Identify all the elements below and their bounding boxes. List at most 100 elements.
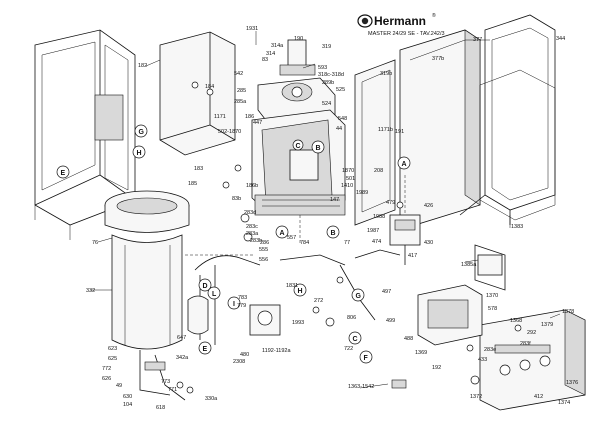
part-label: 191 bbox=[395, 129, 404, 135]
ref-g-circle-lower: G bbox=[351, 288, 365, 302]
model-title: MASTER 24/29 SE - TAV.242/3 bbox=[368, 31, 445, 37]
gas-valve bbox=[389, 175, 421, 265]
part-label: 1931 bbox=[246, 26, 258, 32]
part-label: 283d bbox=[244, 210, 256, 216]
bottom-left-pipes bbox=[139, 350, 186, 401]
part-label: 618 bbox=[156, 405, 165, 411]
part-label: 593 bbox=[318, 65, 327, 71]
part-label: 479 bbox=[386, 200, 395, 206]
svg-text:C: C bbox=[296, 143, 301, 150]
ref-e-circle-left: E bbox=[56, 165, 70, 179]
control-box-1370 bbox=[417, 284, 483, 346]
part-label: 147 bbox=[330, 197, 339, 203]
heat-exchanger bbox=[251, 109, 346, 216]
part-label: 272 bbox=[314, 298, 323, 304]
svg-text:A: A bbox=[402, 161, 407, 168]
part-label: 722 bbox=[344, 346, 353, 352]
ref-b-circle-lower: B bbox=[326, 225, 340, 239]
ref-d-circle: D bbox=[198, 278, 212, 292]
part-label: 524 bbox=[322, 101, 331, 107]
part-label: 488 bbox=[404, 336, 413, 342]
ref-b-circle-top: B bbox=[311, 140, 325, 154]
part-label: 44 bbox=[336, 126, 342, 132]
part-label: 1374 bbox=[558, 400, 570, 406]
svg-text:B: B bbox=[316, 145, 321, 152]
svg-text:L: L bbox=[212, 291, 217, 298]
part-label: 292 bbox=[527, 330, 536, 336]
part-label: 49 bbox=[116, 383, 122, 389]
svg-text:C: C bbox=[353, 336, 358, 343]
part-label: 283e bbox=[484, 347, 496, 353]
part-label: 190 bbox=[294, 36, 303, 42]
part-label: 783 bbox=[238, 295, 247, 301]
ref-a-circle-right: A bbox=[397, 156, 411, 170]
part-label: 556 bbox=[259, 257, 268, 263]
part-label: 319 bbox=[322, 44, 331, 50]
part-label: 1369 bbox=[415, 350, 427, 356]
part-label: 1376 bbox=[566, 380, 578, 386]
part-label: 557 bbox=[287, 235, 296, 241]
ref-h-circle: H bbox=[293, 283, 307, 297]
part-label: 1993 bbox=[292, 320, 304, 326]
part-label: 525 bbox=[336, 87, 345, 93]
part-label: 1410 bbox=[341, 183, 353, 189]
side-panel-318 bbox=[354, 59, 396, 226]
part-label: 623 bbox=[108, 346, 117, 352]
svg-text:B: B bbox=[331, 230, 336, 237]
part-label: 497 bbox=[382, 289, 391, 295]
part-labels: 1931 314a 314 190 593 318c-318d 289b 525… bbox=[86, 26, 578, 411]
ref-f-circle-lower: F bbox=[359, 350, 373, 364]
part-label: 208 bbox=[374, 168, 383, 174]
brand-name: Hermann bbox=[374, 14, 426, 28]
part-label: 1870 bbox=[342, 168, 354, 174]
part-label: 314 bbox=[266, 51, 275, 57]
ref-c-circle-top: C bbox=[292, 139, 304, 151]
part-label: 1363-1542 bbox=[348, 384, 374, 390]
cylinder-tank bbox=[104, 190, 190, 350]
part-label: 330a bbox=[205, 396, 218, 402]
svg-text:G: G bbox=[139, 129, 145, 136]
part-label: 332 bbox=[86, 288, 95, 294]
fittings bbox=[176, 164, 522, 394]
svg-text:H: H bbox=[137, 150, 142, 157]
ref-l-circle: L bbox=[207, 286, 221, 300]
part-label: 286 bbox=[260, 240, 269, 246]
part-label: 314a bbox=[271, 43, 284, 49]
part-label: 83 bbox=[262, 57, 268, 63]
part-label: 499 bbox=[386, 318, 395, 324]
part-label: 83b bbox=[232, 196, 241, 202]
part-label: 1378 bbox=[562, 309, 574, 315]
part-label: 433 bbox=[478, 357, 487, 363]
registered-mark: ® bbox=[432, 12, 436, 19]
part-label: 184 bbox=[205, 84, 214, 90]
svg-text:I: I bbox=[233, 301, 235, 308]
part-label: 344 bbox=[556, 36, 565, 42]
part-label: 772 bbox=[102, 366, 111, 372]
part-label: 480 bbox=[240, 352, 249, 358]
part-label: 77 bbox=[344, 240, 350, 246]
part-label: 779 bbox=[237, 303, 246, 309]
part-label: 186 bbox=[245, 114, 254, 120]
svg-text:H: H bbox=[298, 288, 303, 295]
front-cover-377 bbox=[399, 29, 481, 226]
part-label: 806 bbox=[347, 315, 356, 321]
part-label: 773 bbox=[161, 379, 170, 385]
part-label: 289b bbox=[322, 80, 334, 86]
part-label: 285 bbox=[237, 88, 246, 94]
part-label: 771 bbox=[168, 387, 177, 393]
svg-text:F: F bbox=[364, 355, 369, 362]
ref-g-circle: H bbox=[132, 145, 146, 159]
part-label: 1989 bbox=[356, 190, 368, 196]
part-label: 1370 bbox=[486, 293, 498, 299]
part-label: 1192-1192a bbox=[262, 348, 291, 354]
part-label: 192 bbox=[432, 365, 441, 371]
ref-a-circle-lower: A bbox=[275, 225, 289, 239]
leader-lines bbox=[90, 31, 561, 389]
svg-text:A: A bbox=[280, 230, 285, 237]
expansion-vessel-small bbox=[187, 295, 209, 335]
part-label: 1368 bbox=[510, 318, 522, 324]
part-label: 319b bbox=[380, 71, 392, 77]
casing-box-182 bbox=[159, 31, 236, 156]
